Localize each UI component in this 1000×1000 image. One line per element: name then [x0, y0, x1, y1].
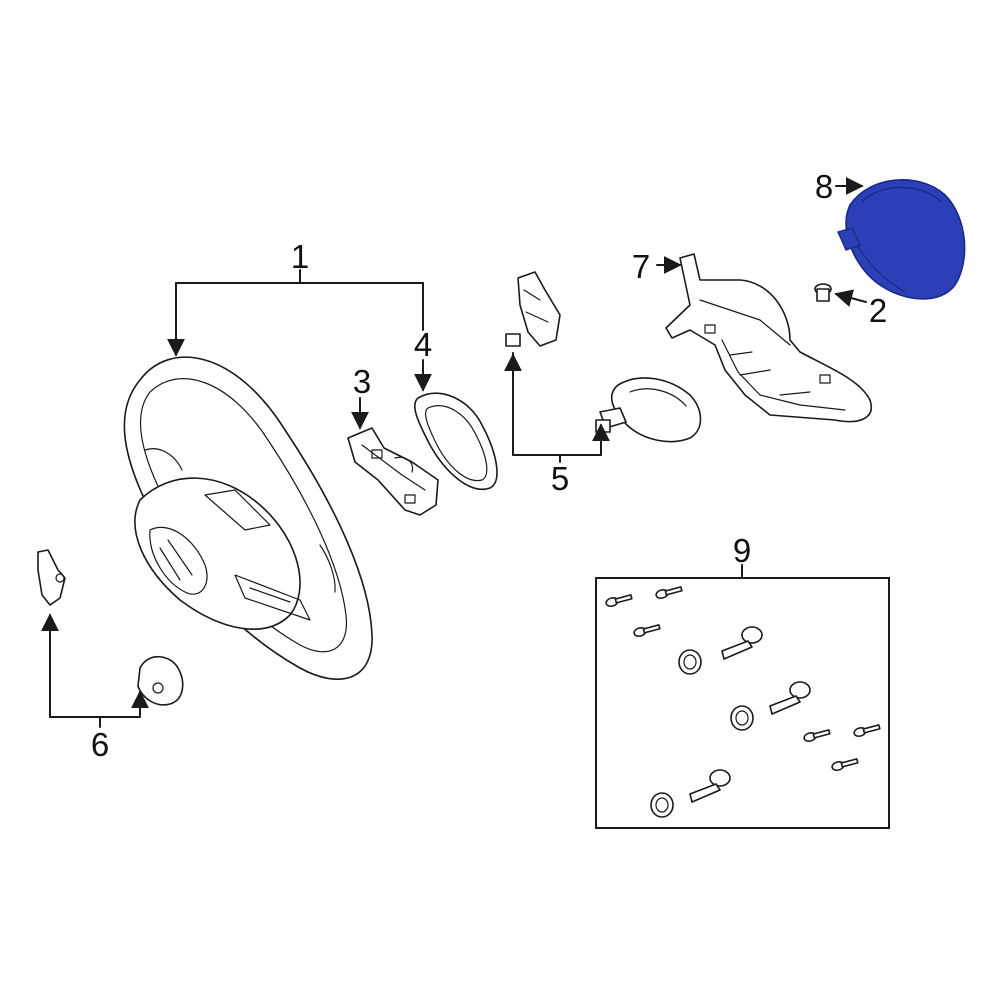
lower-cover[interactable]	[665, 253, 873, 423]
callout-7: 7	[632, 248, 650, 285]
callout-1: 1	[291, 238, 309, 275]
leader-2	[834, 289, 867, 307]
callout-3: 3	[353, 363, 371, 400]
callout-5: 5	[551, 460, 569, 497]
kit-screws	[605, 586, 881, 771]
leader-5	[512, 352, 610, 456]
paddle-upper[interactable]	[37, 549, 66, 606]
air-bag[interactable]	[837, 179, 966, 300]
kit-bushings	[650, 649, 754, 818]
paddle-lower[interactable]	[137, 655, 184, 706]
screw-2[interactable]	[814, 283, 832, 302]
callout-6: 6	[91, 726, 109, 763]
callout-4: 4	[414, 326, 432, 363]
switch-upper[interactable]	[505, 271, 561, 347]
hardware-kit-box[interactable]	[595, 577, 890, 829]
callout-8: 8	[815, 168, 833, 205]
leader-6	[49, 616, 149, 718]
steering-cover[interactable]	[347, 427, 439, 516]
switch-lower[interactable]	[595, 377, 702, 443]
kit-pins	[689, 626, 811, 803]
steering-wheel[interactable]	[123, 356, 373, 681]
callout-2: 2	[869, 292, 887, 329]
callout-9: 9	[733, 532, 751, 569]
trim-ring[interactable]	[414, 392, 498, 491]
